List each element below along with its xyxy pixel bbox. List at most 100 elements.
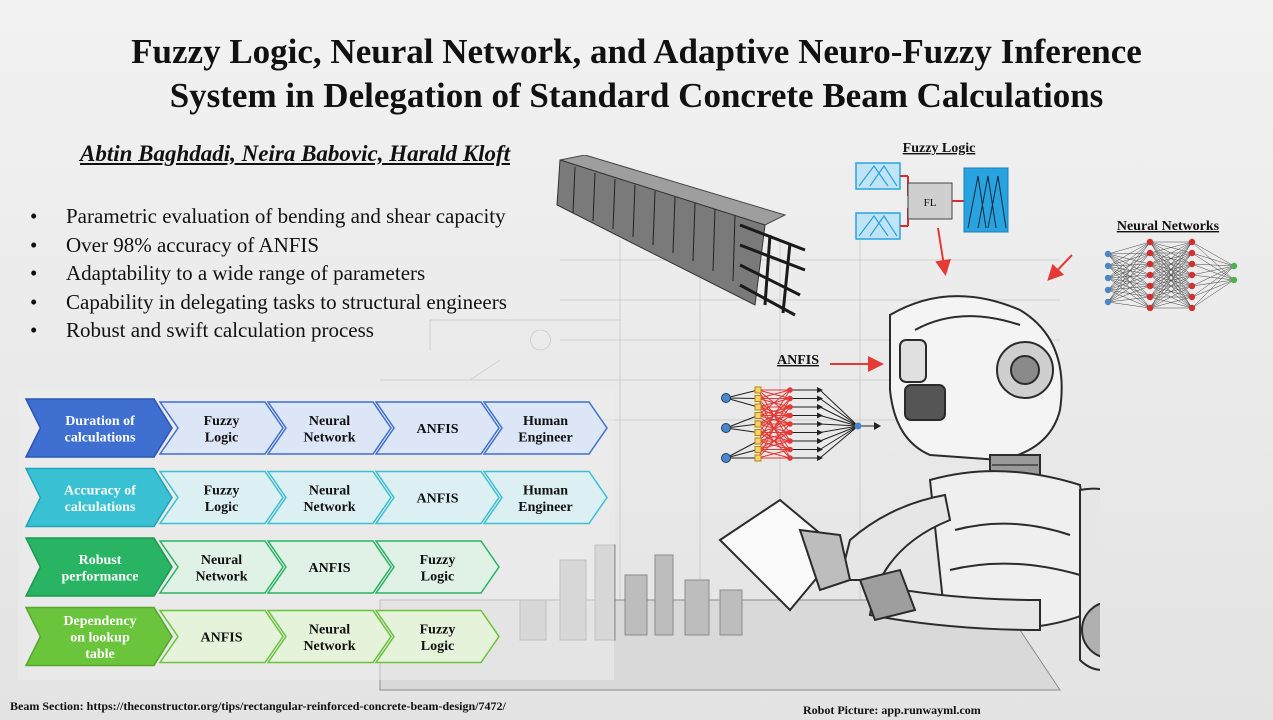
nn-node	[1230, 262, 1238, 270]
ranking-row: RobustperformanceNeuralNetworkANFISFuzzy…	[24, 537, 500, 597]
nn-node	[1188, 260, 1196, 268]
anfis-input-node	[721, 453, 731, 463]
anfis-mf-node	[754, 395, 762, 402]
concrete-beam-illustration	[556, 155, 806, 317]
nn-node	[1146, 293, 1154, 301]
nn-node	[1146, 304, 1154, 311]
anfis-input-node	[721, 423, 731, 433]
flow-label-line: Engineer	[518, 430, 572, 445]
anfis-norm-node	[817, 387, 823, 393]
flow-label-line: Engineer	[518, 500, 572, 515]
ranked-method-chevron	[374, 470, 500, 525]
bullet-item: •Parametric evaluation of bending and sh…	[30, 204, 506, 228]
ranked-method-chevron	[158, 401, 284, 455]
nn-node	[1188, 271, 1196, 279]
flow-label-line: calculations	[65, 430, 136, 445]
anfis-rule-node	[787, 438, 793, 444]
nn-node	[1104, 298, 1112, 306]
anfis-mf-node	[754, 412, 762, 419]
flow-label-line: ANFIS	[308, 561, 350, 576]
criterion-chevron	[24, 467, 173, 528]
nn-node	[1188, 304, 1196, 311]
anfis-rule-node	[787, 412, 793, 419]
ranked-method-chevron	[482, 470, 608, 525]
flow-label-line: Neural	[309, 414, 350, 429]
fl-box-label: FL	[924, 197, 937, 209]
ranking-row: Duration ofcalculationsFuzzyLogicNeuralN…	[24, 398, 608, 458]
anfis-output-node	[874, 422, 881, 430]
beam-credit: Beam Section: https://theconstructor.org…	[10, 699, 506, 713]
anfis-mf-node	[754, 446, 762, 453]
ranked-method-chevron	[374, 401, 500, 455]
robot-credit: Robot Picture: app.runwayml.com	[803, 703, 981, 717]
ranking-flow: Duration ofcalculationsFuzzyLogicNeuralN…	[18, 390, 614, 680]
flow-label-line: Logic	[421, 639, 454, 654]
flow-label-line: Fuzzy	[204, 414, 240, 429]
bullet-item: •Over 98% accuracy of ANFIS	[30, 232, 320, 257]
anfis-sum-node	[854, 422, 862, 430]
anfis-rule-node	[787, 395, 793, 402]
output-membership	[963, 167, 1009, 233]
nn-node	[1146, 271, 1154, 279]
flow-label-line: Network	[303, 430, 355, 445]
neural-network-diagram: Neural Networks	[1104, 219, 1238, 311]
bullet-item: •Capability in delegating tasks to struc…	[30, 289, 507, 314]
title-line: Fuzzy Logic, Neural Network, and Adaptiv…	[131, 32, 1142, 71]
title-line: System in Delegation of Standard Concret…	[169, 76, 1104, 115]
flow-label-line: Fuzzy	[420, 553, 456, 568]
flow-label-line: Network	[303, 639, 355, 654]
ranked-method-chevron	[158, 609, 284, 664]
anfis-norm-node	[817, 438, 823, 444]
anfis-label: ANFIS	[777, 353, 819, 368]
input-membership-1	[855, 162, 901, 190]
anfis-norm-node	[817, 395, 823, 402]
nn-node	[1146, 282, 1154, 290]
criterion-chevron	[24, 606, 173, 667]
ranked-method-chevron	[266, 540, 392, 594]
svg-text:Neural Networks: Neural Networks	[1117, 219, 1220, 234]
page-title: Fuzzy Logic, Neural Network, and Adaptiv…	[0, 30, 1273, 118]
robot-illustration	[718, 295, 1100, 671]
bullet-list: •Parametric evaluation of bending and sh…	[30, 202, 507, 345]
flow-label-line: ANFIS	[416, 492, 458, 507]
ranking-row: Accuracy ofcalculationsFuzzyLogicNeuralN…	[24, 467, 608, 528]
ranked-method-chevron	[374, 540, 500, 594]
ranked-method-chevron	[158, 470, 284, 525]
anfis-input-node	[721, 393, 731, 403]
flow-label-line: Network	[303, 500, 355, 515]
anfis-rule-node	[787, 387, 793, 393]
nn-node	[1188, 238, 1196, 246]
flow-label-line: performance	[62, 569, 139, 584]
anfis-rule-node	[787, 446, 793, 453]
flow-label-line: calculations	[65, 500, 136, 515]
flow-label-line: Robust	[79, 553, 122, 568]
nn-node	[1104, 274, 1112, 282]
flow-label-line: Accuracy of	[64, 483, 136, 498]
anfis-mf-node	[754, 386, 762, 394]
networks-label: Networks	[1162, 219, 1220, 234]
nn-node	[1230, 276, 1238, 284]
anfis-norm-node	[817, 404, 823, 410]
flow-label-line: Network	[195, 569, 247, 584]
nn-node	[1146, 249, 1154, 257]
anfis-mf-node	[754, 403, 762, 411]
bullet-item: •Adaptability to a wide range of paramet…	[30, 261, 426, 285]
flow-label-line: Human	[523, 483, 568, 498]
ranked-method-chevron	[266, 470, 392, 525]
flow-label-line: table	[85, 647, 115, 662]
anfis-mf-node	[754, 420, 762, 428]
flow-label-line: Dependency	[63, 614, 136, 629]
anfis-rule-node	[787, 455, 793, 461]
ranked-method-chevron	[482, 401, 608, 455]
flow-label-line: on lookup	[70, 631, 130, 646]
nn-node	[1146, 260, 1154, 268]
flow-label-line: ANFIS	[200, 631, 242, 646]
nn-node	[1188, 249, 1196, 257]
ranked-method-chevron	[158, 540, 284, 594]
criterion-chevron	[24, 398, 173, 458]
flow-label-line: Fuzzy	[420, 622, 456, 637]
flow-label-line: Fuzzy	[204, 483, 240, 498]
nn-node	[1188, 293, 1196, 301]
nn-node	[1104, 286, 1112, 294]
